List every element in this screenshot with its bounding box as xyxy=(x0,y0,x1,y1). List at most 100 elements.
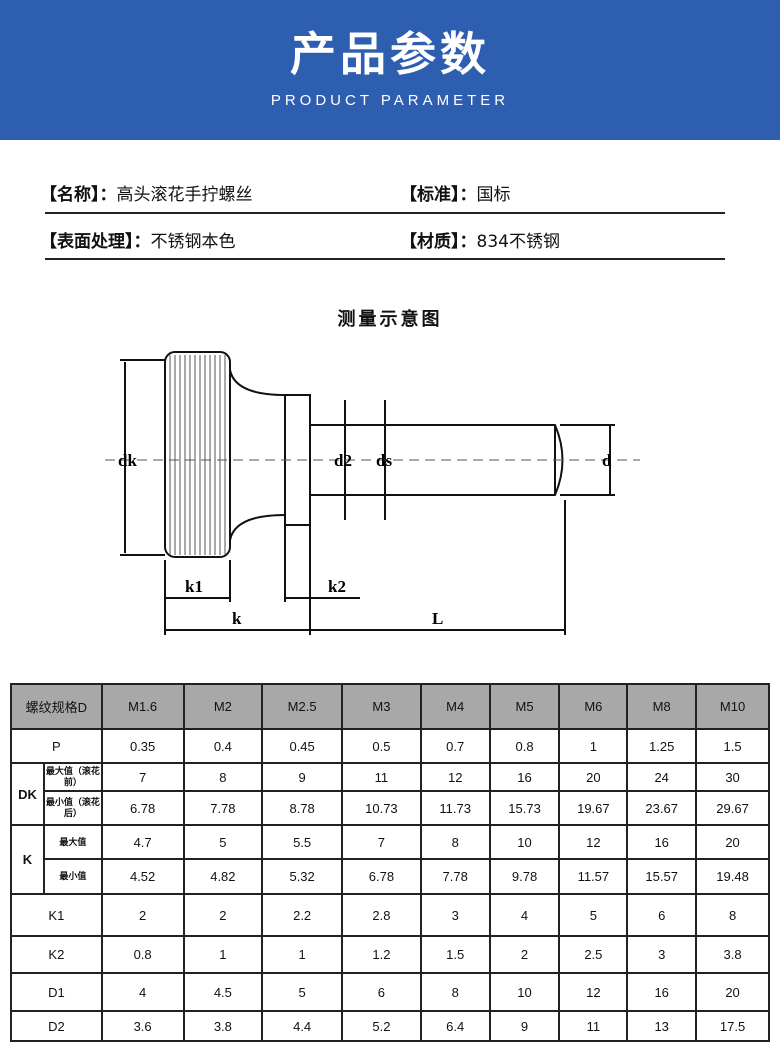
table-cell: 6 xyxy=(341,972,422,1012)
info-label: 【名称】： xyxy=(40,185,117,205)
label-ds: ds xyxy=(376,451,392,470)
table-cell: 4.5 xyxy=(182,972,264,1012)
table-cell: 6.4 xyxy=(419,1010,491,1042)
table-cell: 2.2 xyxy=(261,893,344,937)
table-cell: 11.73 xyxy=(419,790,491,826)
table-cell: 7 xyxy=(341,824,422,860)
table-cell: 6.78 xyxy=(100,790,185,826)
table-cell: 7.78 xyxy=(182,790,264,826)
table-cell: 0.8 xyxy=(488,728,561,764)
table-cell: 8.78 xyxy=(261,790,344,826)
table-cell: 8 xyxy=(419,824,491,860)
label-k2: k2 xyxy=(328,577,346,596)
table-cell: 4.82 xyxy=(182,858,264,895)
table-cell: 0.7 xyxy=(419,728,491,764)
table-cell: 10.73 xyxy=(341,790,422,826)
info-label: 【材质】： xyxy=(400,232,477,252)
diagram-title: 测量示意图 xyxy=(337,309,443,330)
row-label: K2 xyxy=(10,935,103,974)
table-cell: 10 xyxy=(488,824,561,860)
table-cell: 3 xyxy=(626,935,698,974)
row-sub-label: 最大值 xyxy=(42,824,103,860)
table-cell: 2 xyxy=(488,935,561,974)
table-cell: 30 xyxy=(695,762,770,792)
label-d: d xyxy=(602,451,612,470)
table-cell: 5.32 xyxy=(261,858,344,895)
knurled-head xyxy=(164,351,231,558)
info-label: 【标准】： xyxy=(400,185,477,205)
row-label: D2 xyxy=(10,1010,103,1042)
row-label: D1 xyxy=(10,972,103,1012)
table-cell: 2.8 xyxy=(341,893,422,937)
table-cell: 12 xyxy=(419,762,491,792)
header-cell: M1.6 xyxy=(100,683,185,730)
measurement-diagram: dk d2 ds d k1 k2 k L xyxy=(105,351,640,635)
info-value: 834不锈钢 xyxy=(476,232,560,252)
table-cell: 12 xyxy=(558,972,629,1012)
table-cell: 8 xyxy=(695,893,770,937)
info-value: 国标 xyxy=(476,185,511,205)
label-d2: d2 xyxy=(334,451,352,470)
table-cell: 1 xyxy=(558,728,629,764)
table-cell: 3.8 xyxy=(182,1010,264,1042)
label-dk: dk xyxy=(118,451,137,470)
header-cell: M10 xyxy=(695,683,770,730)
table-cell: 0.35 xyxy=(100,728,185,764)
table-cell: 4.52 xyxy=(100,858,185,895)
table-cell: 7.78 xyxy=(419,858,491,895)
table-cell: 1.2 xyxy=(341,935,422,974)
table-cell: 5 xyxy=(558,893,629,937)
info-value: 不锈钢本色 xyxy=(150,232,236,252)
table-cell: 3 xyxy=(419,893,491,937)
label-L: L xyxy=(432,609,443,628)
table-cell: 11.57 xyxy=(558,858,629,895)
info-value: 高头滚花手拧螺丝 xyxy=(116,185,253,205)
info-label: 【表面处理】： xyxy=(40,232,151,252)
table-cell: 1.25 xyxy=(626,728,698,764)
header-cell: M8 xyxy=(626,683,698,730)
table-cell: 8 xyxy=(182,762,264,792)
table-cell: 1 xyxy=(261,935,344,974)
table-cell: 15.73 xyxy=(488,790,561,826)
table-cell: 20 xyxy=(558,762,629,792)
label-k1: k1 xyxy=(185,577,203,596)
row-label: K1 xyxy=(10,893,103,937)
table-cell: 6 xyxy=(626,893,698,937)
table-cell: 4 xyxy=(488,893,561,937)
table-cell: 9.78 xyxy=(488,858,561,895)
table-cell: 0.8 xyxy=(100,935,185,974)
table-cell: 24 xyxy=(626,762,698,792)
table-cell: 4.4 xyxy=(261,1010,344,1042)
table-cell: 9 xyxy=(488,1010,561,1042)
row-sub-label: 最大值（滚花前） xyxy=(42,762,103,792)
table-cell: 5.2 xyxy=(341,1010,422,1042)
table-cell: 29.67 xyxy=(695,790,770,826)
table-cell: 6.78 xyxy=(341,858,422,895)
table-cell: 2.5 xyxy=(558,935,629,974)
table-cell: 13 xyxy=(626,1010,698,1042)
header-banner: 产品参数 PRODUCT PARAMETER xyxy=(0,0,780,140)
divider xyxy=(45,258,725,260)
table-cell: 3.8 xyxy=(695,935,770,974)
table-cell: 20 xyxy=(695,824,770,860)
header-cell: M5 xyxy=(488,683,561,730)
info-surface: 【表面处理】：不锈钢本色 xyxy=(40,227,236,252)
row-sub-label: 最小值 xyxy=(42,858,103,895)
table-cell: 9 xyxy=(261,762,344,792)
table-cell: 15.57 xyxy=(626,858,698,895)
table-cell: 12 xyxy=(558,824,629,860)
table-cell: 11 xyxy=(341,762,422,792)
row-group-label: K xyxy=(10,824,45,895)
table-cell: 5 xyxy=(182,824,264,860)
table-cell: 5 xyxy=(261,972,344,1012)
row-label: P xyxy=(10,728,103,764)
table-cell: 0.5 xyxy=(341,728,422,764)
